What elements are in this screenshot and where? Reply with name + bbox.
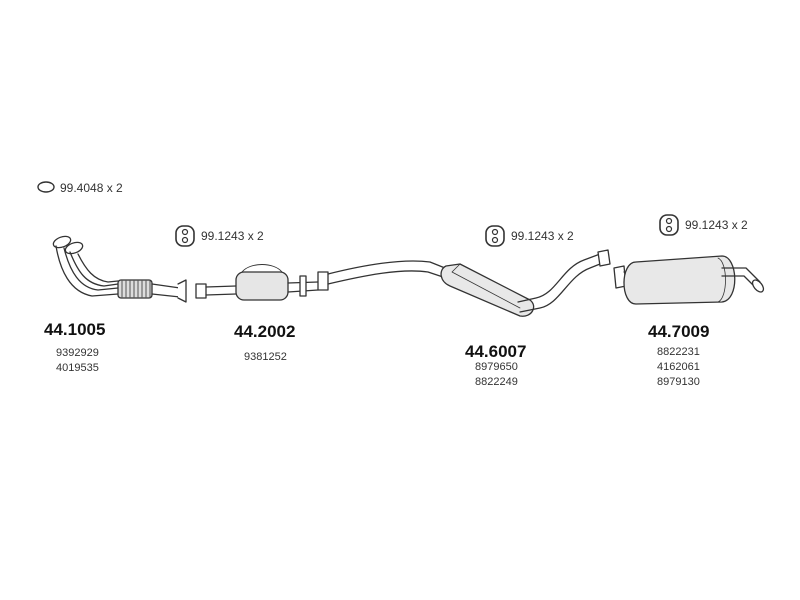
part-number-1[interactable]: 44.1005 — [44, 320, 106, 339]
front-pipe-44-1005[interactable] — [52, 234, 187, 303]
part-number-4[interactable]: 44.7009 — [648, 322, 710, 341]
oem-numbers-4: 8822231 4162061 8979130 — [657, 345, 700, 390]
oem-numbers-2: 9381252 — [244, 350, 287, 365]
hardware-label-hanger-1: 99.1243 x 2 — [201, 229, 264, 243]
ring-gasket-icon — [36, 180, 56, 199]
centre-silencer-44-6007[interactable] — [317, 249, 611, 317]
hardware-label-hanger-3: 99.1243 x 2 — [685, 218, 748, 232]
oem-number: 9381252 — [244, 351, 287, 363]
oem-number: 4019535 — [56, 362, 99, 374]
oem-number: 4162061 — [657, 361, 700, 373]
oem-number: 8822231 — [657, 346, 700, 358]
oem-number: 9392929 — [56, 347, 99, 359]
rear-silencer-44-7009[interactable] — [613, 255, 766, 305]
part-number-3[interactable]: 44.6007 — [465, 342, 527, 361]
oem-number: 8979130 — [657, 376, 700, 388]
oem-number: 8979650 — [475, 361, 518, 373]
hardware-label-hanger-2: 99.1243 x 2 — [511, 229, 574, 243]
oem-numbers-1: 9392929 4019535 — [56, 346, 99, 376]
rubber-hanger-icon — [484, 224, 506, 253]
front-silencer-44-2002[interactable] — [195, 264, 319, 301]
part-number-2[interactable]: 44.2002 — [234, 322, 296, 341]
rubber-hanger-icon — [174, 224, 196, 253]
rubber-hanger-icon — [658, 213, 680, 242]
oem-number: 8822249 — [475, 376, 518, 388]
oem-numbers-3: 8979650 8822249 — [475, 360, 518, 390]
hardware-label-gasket: 99.4048 x 2 — [60, 181, 123, 195]
